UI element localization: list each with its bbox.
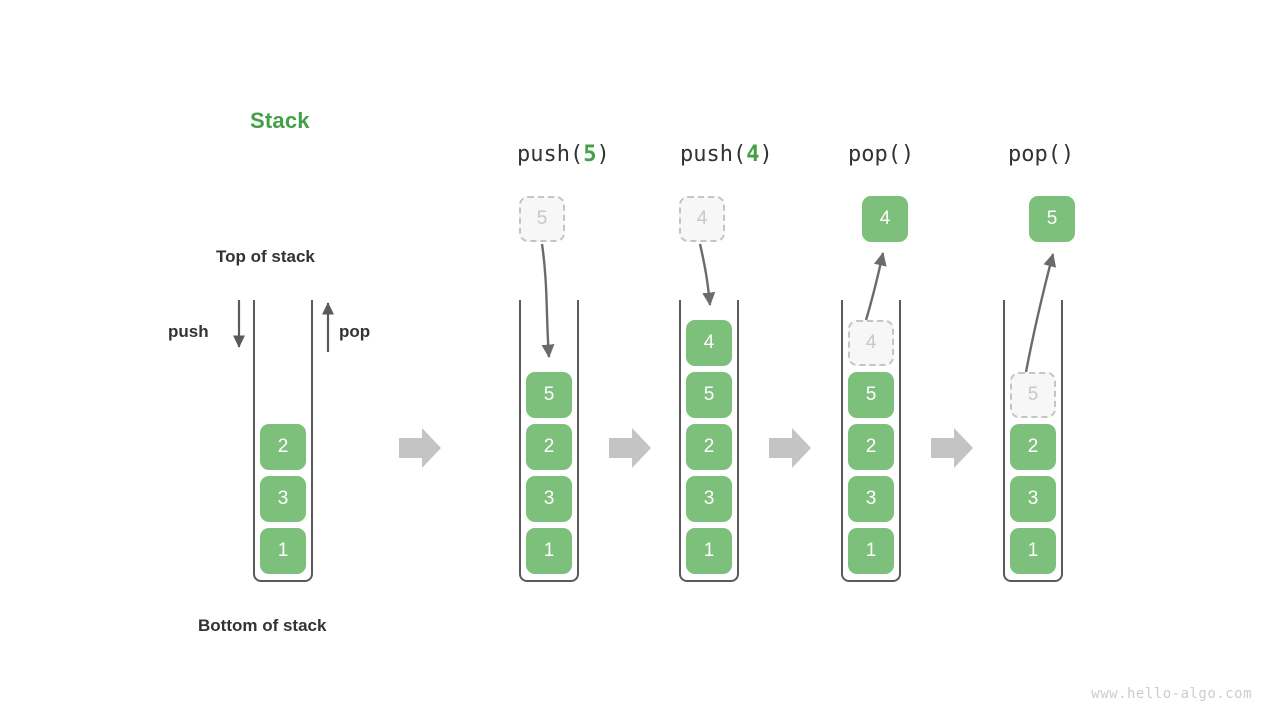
op-label-push-5: push(5): [517, 142, 610, 167]
stack-cell: 3: [1010, 476, 1056, 522]
stack-cell: 5: [686, 372, 732, 418]
stack-cell: 2: [1010, 424, 1056, 470]
stack-cell: 4: [686, 320, 732, 366]
op-label-push-4: push(4): [680, 142, 773, 167]
stack-cell: 1: [526, 528, 572, 574]
ghost-cell-push-4: 4: [679, 196, 725, 242]
watermark: www.hello-algo.com: [1091, 686, 1252, 702]
push-label: push: [168, 322, 209, 341]
stack-cell: 1: [260, 528, 306, 574]
ghost-cell-push-5: 5: [519, 196, 565, 242]
flow-arrow-icon: [399, 428, 441, 468]
stack-cell: 3: [260, 476, 306, 522]
stack-cell: 1: [686, 528, 732, 574]
stack-cell: 1: [848, 528, 894, 574]
stack-cell: 3: [848, 476, 894, 522]
stack-cell: 3: [686, 476, 732, 522]
popped-cell-4: 4: [862, 196, 908, 242]
op-label-pop-2: pop(): [1008, 142, 1075, 167]
op-label-pop-1: pop(): [848, 142, 915, 167]
stack-container-push-4: [679, 300, 739, 582]
push-4-motion-arrow-icon: [698, 243, 716, 306]
flow-arrow-icon: [769, 428, 811, 468]
bottom-of-stack-label: Bottom of stack: [198, 616, 327, 635]
stack-cell: 5: [526, 372, 572, 418]
stack-cell: 5: [848, 372, 894, 418]
stack-container-pop-2: [1003, 300, 1063, 582]
stack-cell: 2: [848, 424, 894, 470]
top-of-stack-label: Top of stack: [216, 247, 315, 266]
stack-container-pop-1: [841, 300, 901, 582]
ghost-cell-pop-1: 4: [848, 320, 894, 366]
pop-label: pop: [339, 322, 371, 341]
page-title: Stack: [250, 108, 310, 133]
ghost-cell-pop-2: 5: [1010, 372, 1056, 418]
stack-container-initial: [253, 300, 313, 582]
stack-cell: 2: [260, 424, 306, 470]
flow-arrow-icon: [609, 428, 651, 468]
popped-cell-5: 5: [1029, 196, 1075, 242]
stack-cell: 3: [526, 476, 572, 522]
stack-container-push-5: [519, 300, 579, 582]
flow-arrow-icon: [931, 428, 973, 468]
stack-cell: 2: [686, 424, 732, 470]
stack-cell: 1: [1010, 528, 1056, 574]
stack-cell: 2: [526, 424, 572, 470]
